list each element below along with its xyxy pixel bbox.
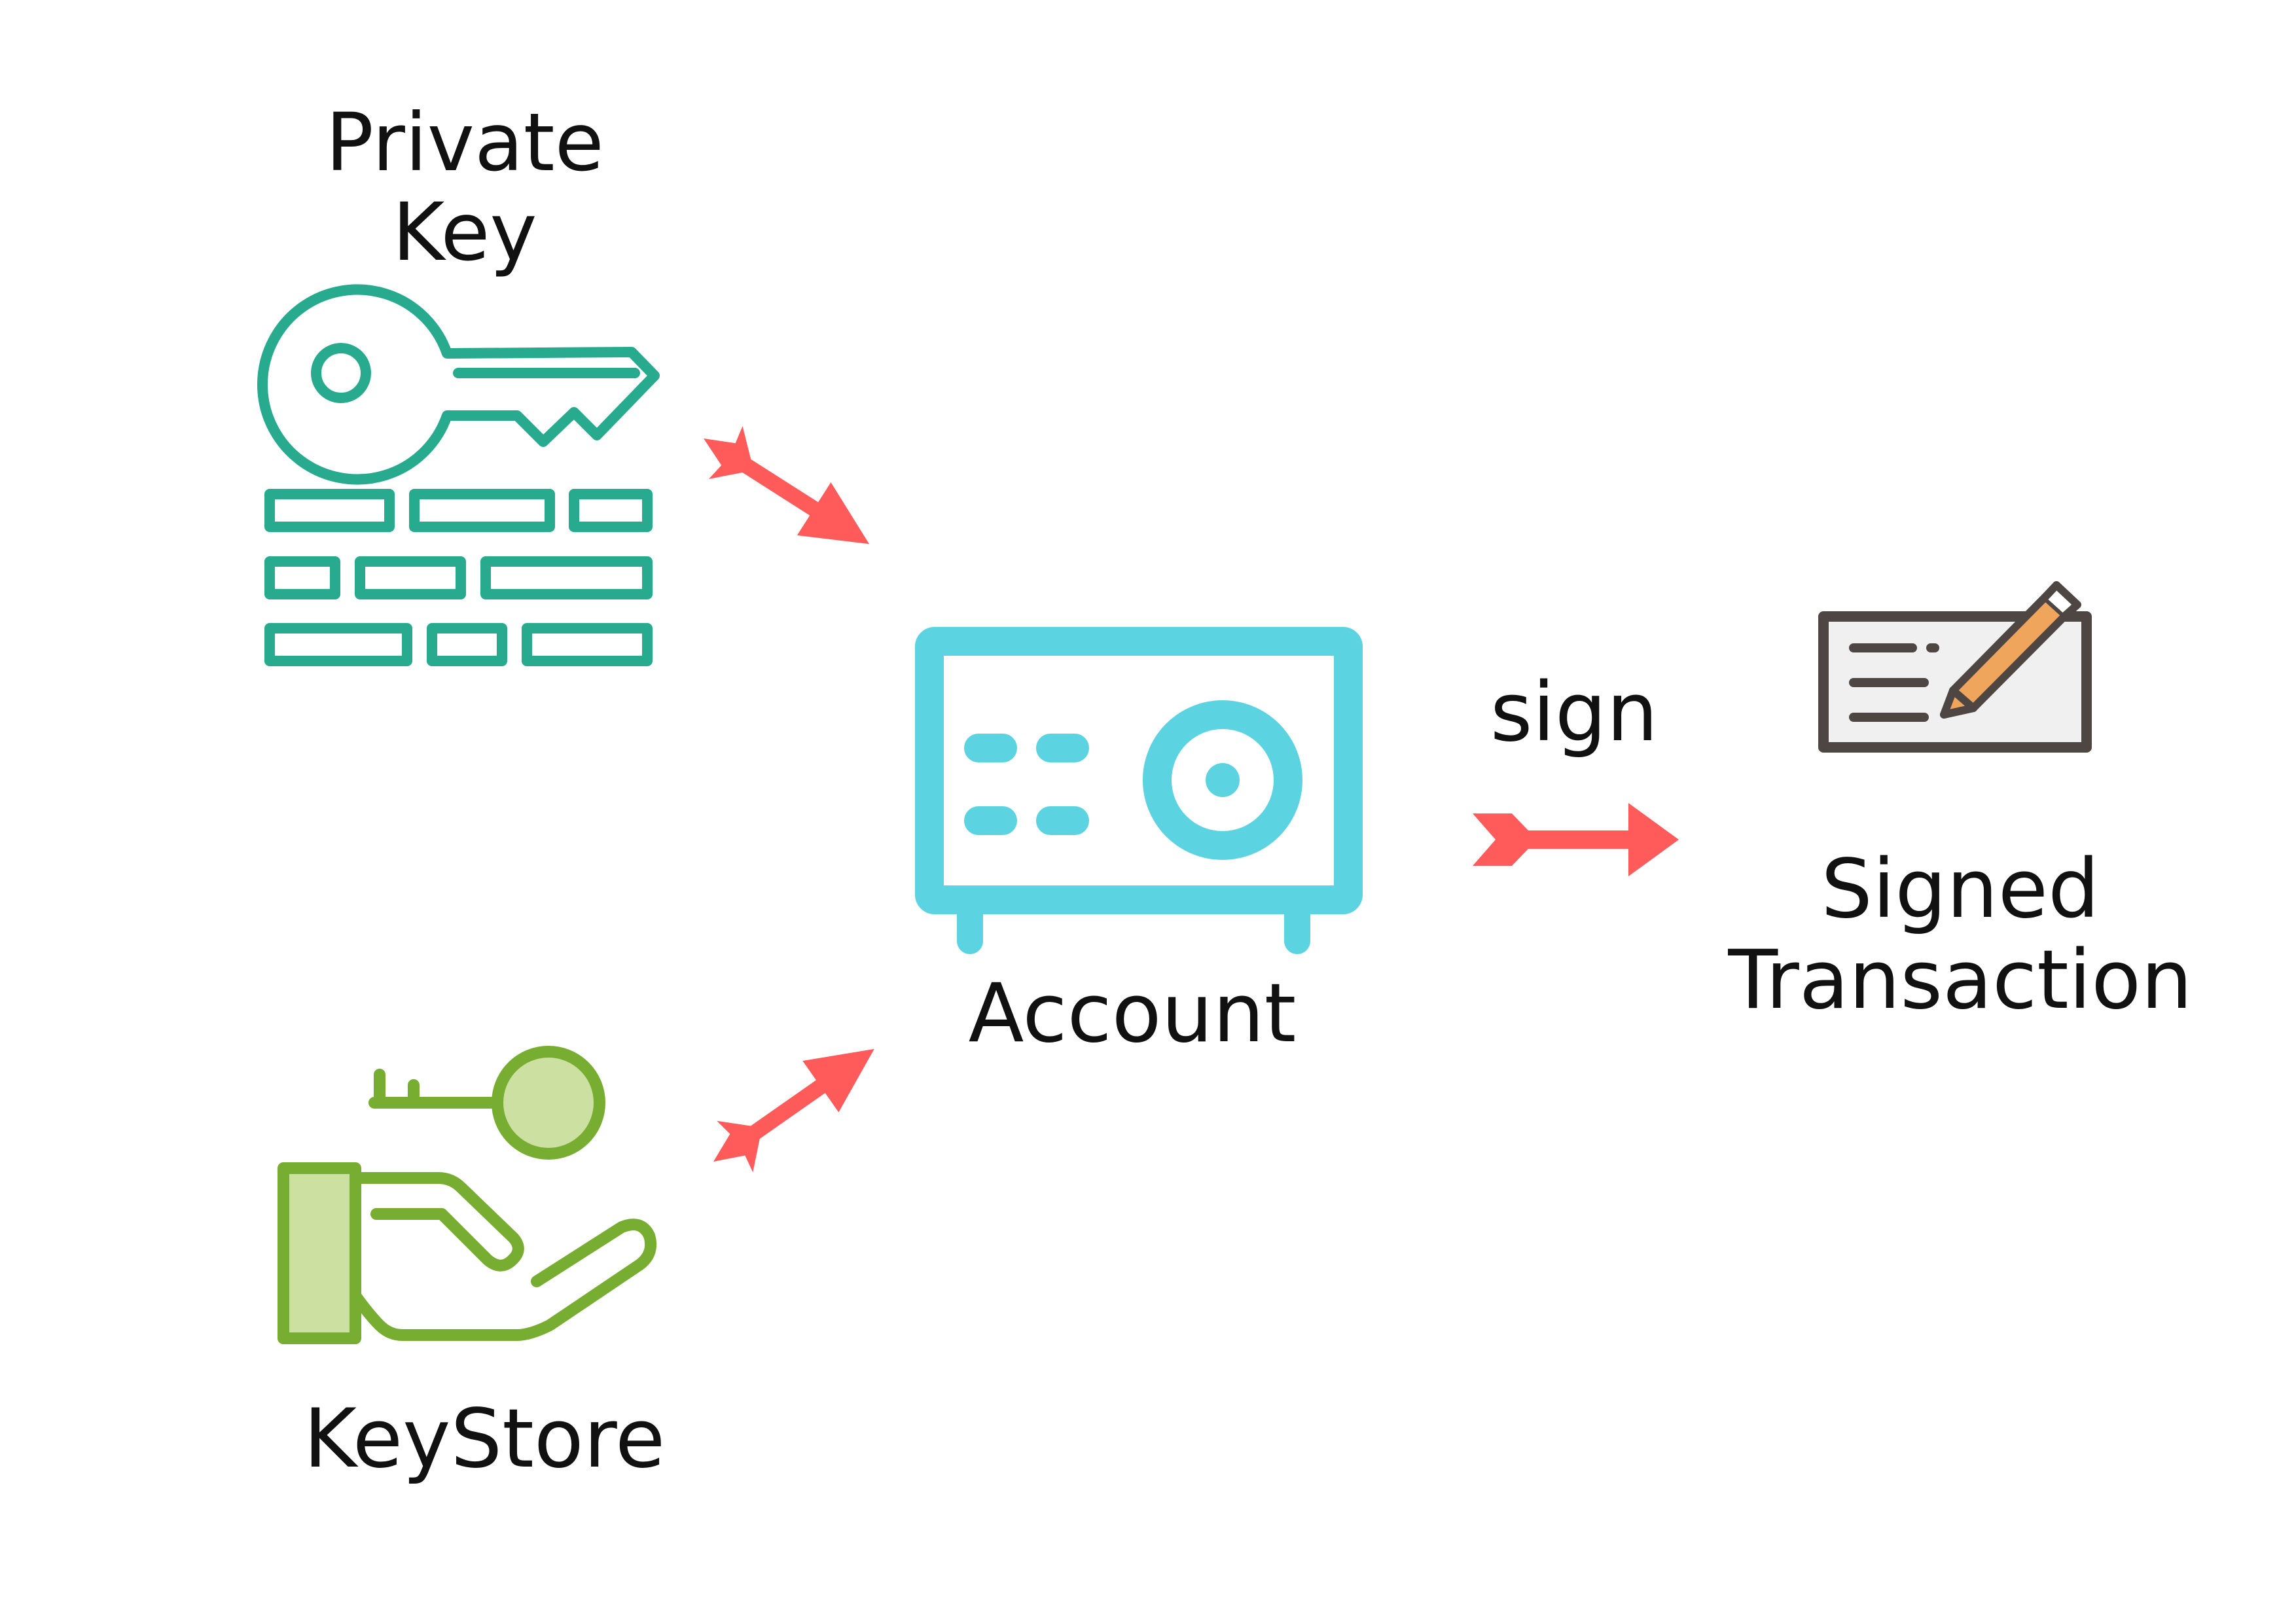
private-key-label: Private Key	[262, 98, 668, 277]
signed-transaction-label-line1: Signed	[1821, 842, 2100, 936]
private-key-label-line1: Private	[325, 96, 604, 189]
signed-transaction-label-line2: Transaction	[1728, 933, 2193, 1027]
account-label: Account	[968, 967, 1297, 1061]
private-key-label-line2: Key	[392, 185, 537, 279]
safe-vault-icon	[915, 627, 1363, 954]
hand-holding-key-icon	[278, 1046, 657, 1344]
signed-document-icon	[1818, 581, 2092, 753]
signed-transaction-label: Signed Transaction	[1662, 844, 2258, 1026]
keystore-label: KeyStore	[303, 1392, 666, 1486]
key-with-wall-icon	[257, 284, 660, 666]
sign-edge-label: sign	[1490, 666, 1659, 760]
